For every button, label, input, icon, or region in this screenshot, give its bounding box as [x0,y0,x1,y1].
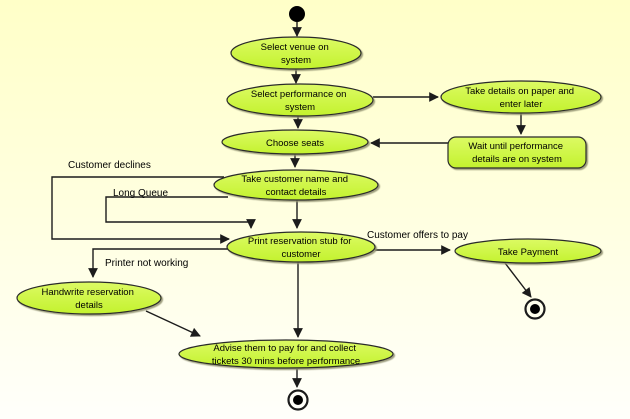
edge-labels: Customer declines Long Queue Printer not… [68,160,468,269]
node-label-line: details are on system [472,154,562,165]
svg-text:Take Payment: Take Payment [498,247,559,258]
initial-node [289,6,305,22]
node-handwrite: Handwrite reservation details [16,281,162,315]
svg-text:Print reservation stub for: Print reservation stub for customer [248,236,354,260]
node-label-line: Take customer name and [241,174,348,185]
node-take-details: Take details on paper and enter later [440,80,602,114]
final-node-dot [293,395,303,405]
initial-node-circle [289,6,305,22]
svg-text:Wait until performance d: Wait until performance details are on sy… [468,141,565,165]
node-print-stub: Print reservation stub for customer [226,231,376,263]
edge-take-payment-to-end [504,262,532,298]
edge-customer-declines-loop [51,176,230,244]
node-label-line: Wait until performance [468,141,563,152]
node-choose-seats: Choose seats [221,129,369,155]
edge-label-long-queue: Long Queue [113,188,168,199]
svg-text:Choose seats: Choose seats [266,138,324,149]
node-label-line: Select performance on [251,89,347,100]
node-wait-until: Wait until performance details are on sy… [447,136,587,169]
final-node-main [287,389,309,411]
node-label-line: details [75,300,103,311]
node-take-payment: Take Payment [454,238,602,264]
edge-handwrite-to-advise [145,310,201,337]
final-node-ring [524,298,546,320]
node-select-performance: Select performance on system [226,83,374,117]
svg-text:Advise them to pay for and col: Advise them to pay for and collect ticke… [212,343,360,367]
edge-label-customer-declines: Customer declines [68,160,151,171]
node-select-venue: Select venue on system [230,36,362,70]
edge-label-printer-not-working: Printer not working [105,258,188,269]
node-label-line: Choose seats [266,138,324,149]
node-label-line: tickets 30 mins before performance [212,356,360,367]
node-label-line: customer [281,249,320,260]
edge-label-customer-offers-to-pay: Customer offers to pay [367,230,468,241]
node-take-customer: Take customer name and contact details [213,169,379,201]
final-node-dot [530,304,540,314]
edges [51,22,532,388]
svg-text:Take customer name and c: Take customer name and contact details [241,174,350,198]
edge-long-queue-loop [105,196,256,229]
node-label-line: Take details on paper and [465,86,574,97]
node-label-line: Take Payment [498,247,559,258]
svg-text:Take details on paper and: Take details on paper and enter later [465,86,576,110]
node-label-line: Advise them to pay for and collect [213,343,356,354]
node-label-line: system [281,55,311,66]
final-node-payment [524,298,546,320]
final-node-ring [287,389,309,411]
svg-text:Select venue on system: Select venue on system [261,42,332,66]
node-label-line: enter later [500,99,543,110]
node-label-line: Handwrite reservation [41,287,133,298]
node-advise: Advise them to pay for and collect ticke… [178,339,394,369]
node-label-line: contact details [266,187,327,198]
edge-printer-not-working [88,248,229,278]
node-label-line: Select venue on [261,42,329,53]
svg-text:Select performance on sy: Select performance on system [251,89,349,113]
node-label-line: system [285,102,315,113]
node-label-line: Print reservation stub for [248,236,352,247]
svg-text:Handwrite reservation de: Handwrite reservation details [41,287,136,311]
